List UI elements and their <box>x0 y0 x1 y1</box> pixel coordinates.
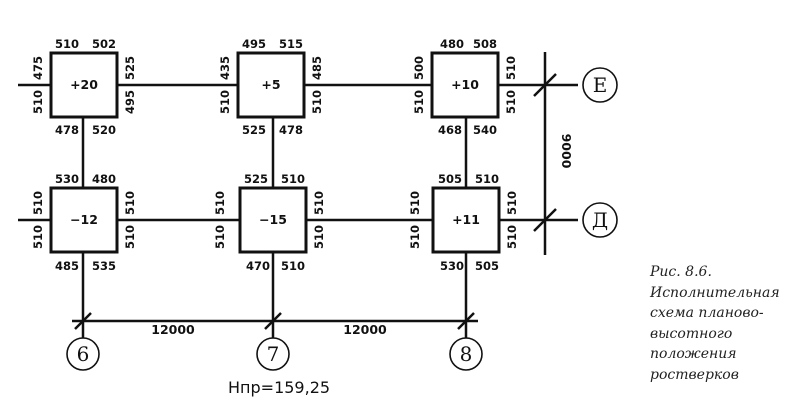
grillage-offset-r1c2-top-left: 495 <box>242 37 266 51</box>
grillage-offset-r1c2-bottom-right: 478 <box>279 123 303 137</box>
grillage-elevation-r2c3: +11 <box>452 212 480 227</box>
axis-label-7: 7 <box>267 342 280 366</box>
caption-line: ростверков <box>650 366 739 383</box>
axis-bubbles <box>66 67 618 371</box>
grillage-offset-r2c1-top-right: 480 <box>92 172 116 186</box>
axis-bubble-6 <box>66 337 100 371</box>
grillage-offset-r1c3-bottom-left: 468 <box>438 123 462 137</box>
grillage-offset-r1c1-right-bottom: 495 <box>123 90 137 114</box>
grillage-box-r2c3 <box>431 186 501 254</box>
grillage-offset-r2c1-top-left: 530 <box>55 172 79 186</box>
grillage-box-r1c3 <box>430 51 500 119</box>
grillage-offset-r1c2-bottom-left: 525 <box>242 123 266 137</box>
grillage-elevation-r1c3: +10 <box>451 77 479 92</box>
dimension-tick-d <box>533 208 557 232</box>
grillage-elevation-r2c1: −12 <box>70 212 98 227</box>
grillage-offset-r1c1-right-top: 525 <box>123 56 137 80</box>
grillage-offset-r2c3-bottom-left: 530 <box>440 259 464 273</box>
dimension-tick-6 <box>74 312 92 330</box>
grillage-elevation-r1c2: +5 <box>261 77 280 92</box>
grillage-offset-r1c2-right-top: 485 <box>310 56 324 80</box>
grillage-offset-r1c1-bottom-left: 478 <box>55 123 79 137</box>
grillage-elevation-r1c1: +20 <box>70 77 98 92</box>
grillage-offset-r2c3-top-left: 505 <box>438 172 462 186</box>
grillage-offset-r2c3-bottom-right: 505 <box>475 259 499 273</box>
axis-label-e: Е <box>593 73 608 97</box>
grillage-offset-r2c2-top-right: 510 <box>281 172 305 186</box>
grillage-offset-r1c1-left-bottom: 510 <box>31 90 45 114</box>
grillage-offset-r2c2-right-top: 510 <box>312 191 326 215</box>
grillage-offset-r2c2-left-bottom: 510 <box>213 225 227 249</box>
dimension-tick-7 <box>264 312 282 330</box>
grillage-offset-r2c2-right-bottom: 510 <box>312 225 326 249</box>
design-level-value: =159,25 <box>261 378 330 397</box>
axis-label-d: Д <box>592 208 608 232</box>
grillage-offset-r2c2-top-left: 525 <box>244 172 268 186</box>
grillage-box-r1c2 <box>236 51 306 119</box>
grillage-offset-r1c1-top-right: 502 <box>92 37 116 51</box>
grillage-offset-r2c3-left-bottom: 510 <box>408 225 422 249</box>
axis-label-8: 8 <box>460 342 473 366</box>
figure-caption: Рис. 8.6. Исполнительная схема планово- … <box>650 262 798 385</box>
axis-bubble-e <box>582 67 618 103</box>
caption-line: схема планово- <box>650 305 764 321</box>
dimension-lines <box>72 52 557 330</box>
caption-line: Исполнительная <box>650 284 780 301</box>
axis-label-6: 6 <box>77 342 90 366</box>
grillage-squares <box>49 51 501 254</box>
grillage-offset-r2c2-bottom-left: 470 <box>246 259 270 273</box>
grillage-offset-r2c1-left-bottom: 510 <box>31 225 45 249</box>
grillage-offset-r2c3-left-top: 510 <box>408 191 422 215</box>
axis-bubble-8 <box>449 337 483 371</box>
dimension-tick-8 <box>457 312 475 330</box>
grillage-offset-r1c2-top-right: 515 <box>279 37 303 51</box>
dimension-horizontal-value-1: 12000 <box>151 322 195 337</box>
caption-line: Рис. 8.6. <box>650 264 712 280</box>
grillage-offset-r2c3-right-bottom: 510 <box>505 225 519 249</box>
grillage-offset-r2c1-right-top: 510 <box>123 191 137 215</box>
grillage-offset-r2c1-bottom-left: 485 <box>55 259 79 273</box>
grillage-offset-r2c1-bottom-right: 535 <box>92 259 116 273</box>
axis-bubble-7 <box>256 337 290 371</box>
caption-line: положения <box>650 346 737 362</box>
grillage-offset-r2c2-bottom-right: 510 <box>281 259 305 273</box>
grillage-offset-r1c3-top-left: 480 <box>440 37 464 51</box>
dimension-vertical-value: 9000 <box>559 134 574 169</box>
grillage-offset-r1c1-top-left: 510 <box>55 37 79 51</box>
grillage-offset-r2c2-left-top: 510 <box>213 191 227 215</box>
grillage-offset-r1c2-left-bottom: 510 <box>218 90 232 114</box>
design-level: Hпр=159,25 <box>228 378 330 397</box>
grillage-offset-r1c3-right-bottom: 510 <box>504 90 518 114</box>
grillage-box-r2c1 <box>49 186 119 254</box>
grillage-offset-r1c3-left-top: 500 <box>412 56 426 80</box>
design-level-label: Hпр <box>228 378 261 397</box>
grillage-box-r1c1 <box>49 51 119 119</box>
grillage-offset-r1c3-bottom-right: 540 <box>473 123 497 137</box>
dimension-tick-e <box>533 73 557 97</box>
grillage-offset-r2c3-right-top: 510 <box>505 191 519 215</box>
grillage-offset-r2c1-left-top: 510 <box>31 191 45 215</box>
grillage-offset-r1c1-left-top: 475 <box>31 56 45 80</box>
axis-bubble-d <box>582 202 618 238</box>
grillage-offset-r1c2-left-top: 435 <box>218 56 232 80</box>
grillage-elevation-r2c2: −15 <box>259 212 287 227</box>
dimension-horizontal-value-2: 12000 <box>343 322 387 337</box>
grillage-offset-r1c2-right-bottom: 510 <box>310 90 324 114</box>
grillage-offset-r1c1-bottom-right: 520 <box>92 123 116 137</box>
grillage-box-r2c2 <box>238 186 308 254</box>
caption-line: высотного <box>650 325 733 342</box>
grillage-offset-r2c3-top-right: 510 <box>475 172 499 186</box>
grillage-offset-r1c3-right-top: 510 <box>504 56 518 80</box>
grillage-offset-r1c3-left-bottom: 510 <box>412 90 426 114</box>
grillage-offset-r1c3-top-right: 508 <box>473 37 497 51</box>
grillage-offset-r2c1-right-bottom: 510 <box>123 225 137 249</box>
